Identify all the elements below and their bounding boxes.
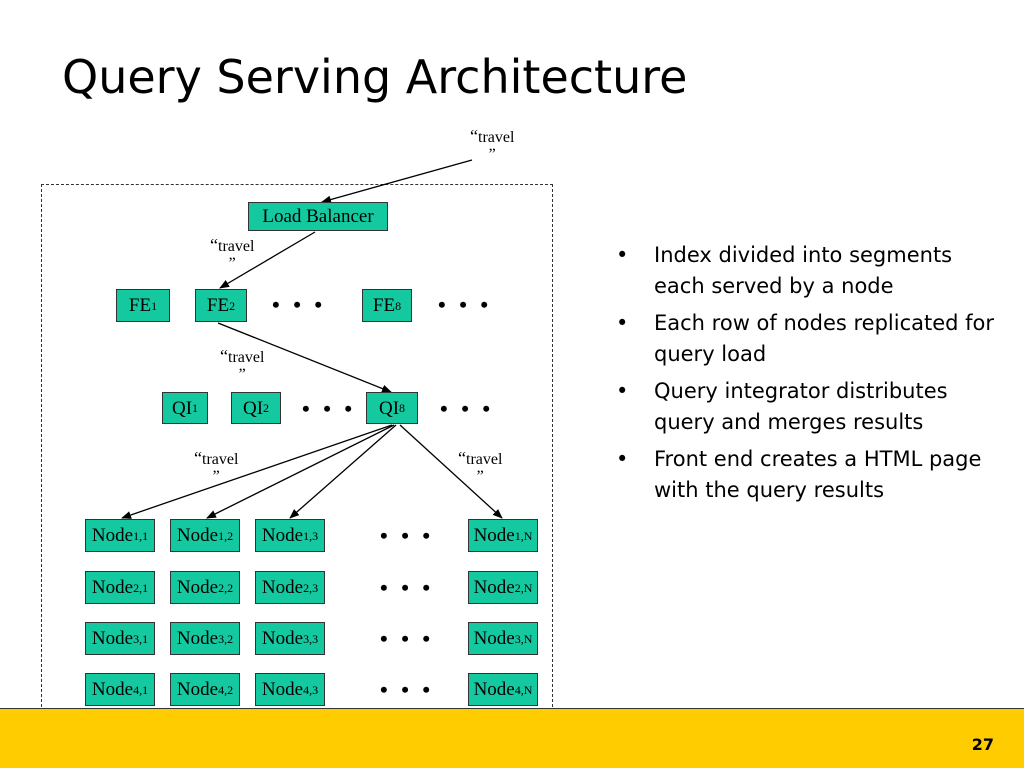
bullet-item: •Front end creates a HTML page with the … — [616, 447, 982, 502]
bullet-item: •Index divided into segments each served… — [616, 243, 953, 298]
node-subscript: 3,N — [514, 631, 533, 646]
node-subscript: 2,3 — [303, 580, 319, 595]
node-subscript: 2,1 — [133, 580, 149, 595]
node-label: Node — [261, 525, 304, 546]
node-label: Node — [261, 628, 304, 649]
bullet-item: •Each row of nodes replicated for query … — [616, 311, 995, 366]
node-label: Node — [261, 679, 304, 700]
node-subscript: 4,1 — [133, 682, 149, 697]
load-balancer-box: Load Balancer — [248, 202, 388, 231]
node-subscript: 3,3 — [303, 631, 319, 646]
node-label: Node — [176, 525, 219, 546]
query-label-top: “travel” — [470, 126, 515, 163]
fe-ellipsis-mid: • • • — [272, 292, 327, 317]
node-label: Node — [91, 679, 134, 700]
node-label: Node — [91, 577, 134, 598]
node-subscript: 2,2 — [218, 580, 234, 595]
node-subscript: 1,2 — [218, 528, 234, 543]
node-label: Node — [91, 525, 134, 546]
node-subscript: 3,1 — [133, 631, 149, 646]
node-label: Node — [91, 628, 134, 649]
node-subscript: 1,N — [514, 528, 533, 543]
fe-ellipsis-end: • • • — [438, 292, 493, 317]
node-label: Node — [176, 679, 219, 700]
query-label-lb: “travel” — [210, 235, 255, 272]
query-label-qi-right: “travel” — [458, 448, 503, 485]
node-label: Node — [176, 577, 219, 598]
node-label: Node — [176, 628, 219, 649]
node-row-ellipsis: • • • — [380, 523, 435, 548]
query-label-qi-left: “travel” — [194, 448, 239, 485]
load-balancer-label: Load Balancer — [262, 206, 374, 227]
node-subscript: 4,N — [514, 682, 533, 697]
node-label: Node — [261, 577, 304, 598]
qi-ellipsis-mid: • • • — [302, 396, 357, 421]
node-label: Node — [473, 525, 515, 546]
node-subscript: 4,3 — [303, 682, 319, 697]
bullet-item: •Query integrator distributes query and … — [616, 379, 948, 434]
node-subscript: 3,2 — [218, 631, 234, 646]
bullet-list: •Index divided into segments each served… — [616, 240, 1006, 512]
node-subscript: 1,3 — [303, 528, 319, 543]
page-number: 27 — [971, 735, 994, 754]
footer-bar: 27 — [0, 708, 1024, 768]
node-label: Node — [473, 679, 515, 700]
node-row-ellipsis: • • • — [380, 626, 435, 651]
qi-ellipsis-end: • • • — [440, 396, 495, 421]
query-label-fe: “travel” — [220, 346, 265, 383]
node-row-ellipsis: • • • — [380, 575, 435, 600]
node-label: Node — [473, 577, 515, 598]
node-subscript: 2,N — [514, 580, 533, 595]
node-label: Node — [473, 628, 515, 649]
node-subscript: 1,1 — [133, 528, 149, 543]
slide-title: Query Serving Architecture — [62, 50, 688, 104]
node-row-ellipsis: • • • — [380, 677, 435, 702]
node-subscript: 4,2 — [218, 682, 234, 697]
